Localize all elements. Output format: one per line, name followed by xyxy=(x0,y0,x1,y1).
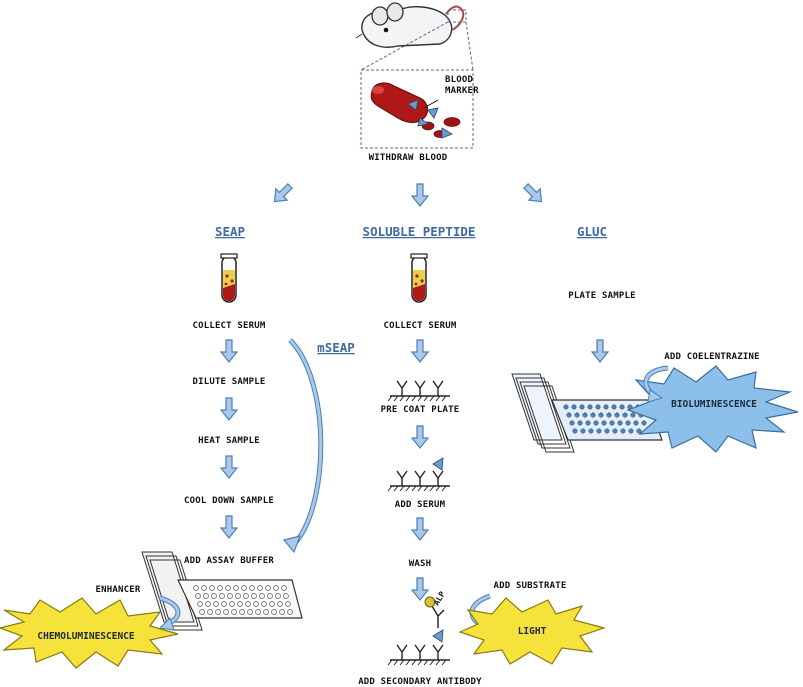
add-coelentrazine-label: ADD COELENTRAZINE xyxy=(664,352,760,362)
secondary-antibody-icon xyxy=(387,596,451,666)
peptide-step-wash: WASH xyxy=(409,559,431,569)
add-serum-icon xyxy=(387,457,451,492)
light-burst xyxy=(458,597,607,665)
bioluminescence-burst xyxy=(626,365,799,453)
seap-heading: SEAP xyxy=(215,224,245,239)
withdraw-blood-label: WITHDRAW BLOOD xyxy=(369,153,448,163)
seap-step-cool-down-sample: COOL DOWN SAMPLE xyxy=(184,496,274,506)
light-label: LIGHT xyxy=(518,626,547,637)
seap-step-add-assay-buffer: ADD ASSAY BUFFER xyxy=(184,556,274,566)
bioluminescence-label: BIOLUMINESCENCE xyxy=(671,399,757,410)
chemoluminescence-burst xyxy=(0,597,179,669)
soluble-peptide-heading: SOLUBLE PEPTIDE xyxy=(363,224,476,239)
blood-marker-label-1: BLOOD xyxy=(445,75,473,85)
add-substrate-label: ADD SUBSTRATE xyxy=(493,581,566,591)
peptide-tube-icon xyxy=(410,253,428,303)
peptide-step-collect-serum: COLLECT SERUM xyxy=(383,321,456,331)
peptide-step-add-serum: ADD SERUM xyxy=(395,500,446,510)
seap-well-plate-icon xyxy=(141,551,303,631)
chemoluminescence-label: CHEMOLUMINESCENCE xyxy=(37,631,135,642)
peptide-step-pre-coat-plate: PRE COAT PLATE xyxy=(381,405,460,415)
alp-label: ALP xyxy=(432,590,447,607)
seap-step-collect-serum: COLLECT SERUM xyxy=(192,321,265,331)
enhancer-label: ENHANCER xyxy=(96,585,141,595)
mouse-icon xyxy=(355,2,465,48)
seap-step-heat-sample: HEAT SAMPLE xyxy=(198,436,260,446)
seap-step-dilute-sample: DILUTE SAMPLE xyxy=(192,377,265,387)
blood-marker-label-2: MARKER xyxy=(445,86,479,96)
gluc-heading: GLUC xyxy=(577,224,607,239)
gluc-step-plate-sample: PLATE SAMPLE xyxy=(568,291,635,301)
zoom-lines xyxy=(360,9,474,149)
mseap-label: mSEAP xyxy=(317,340,355,355)
seap-tube-icon xyxy=(220,253,238,303)
peptide-step-add-secondary-antibody: ADD SECONDARY ANTIBODY xyxy=(358,677,482,687)
blood-vessel-icon xyxy=(370,82,461,139)
mseap-arrowhead xyxy=(282,535,301,554)
pre-coat-plate-icon xyxy=(387,380,451,402)
branch-arrows xyxy=(268,179,548,208)
